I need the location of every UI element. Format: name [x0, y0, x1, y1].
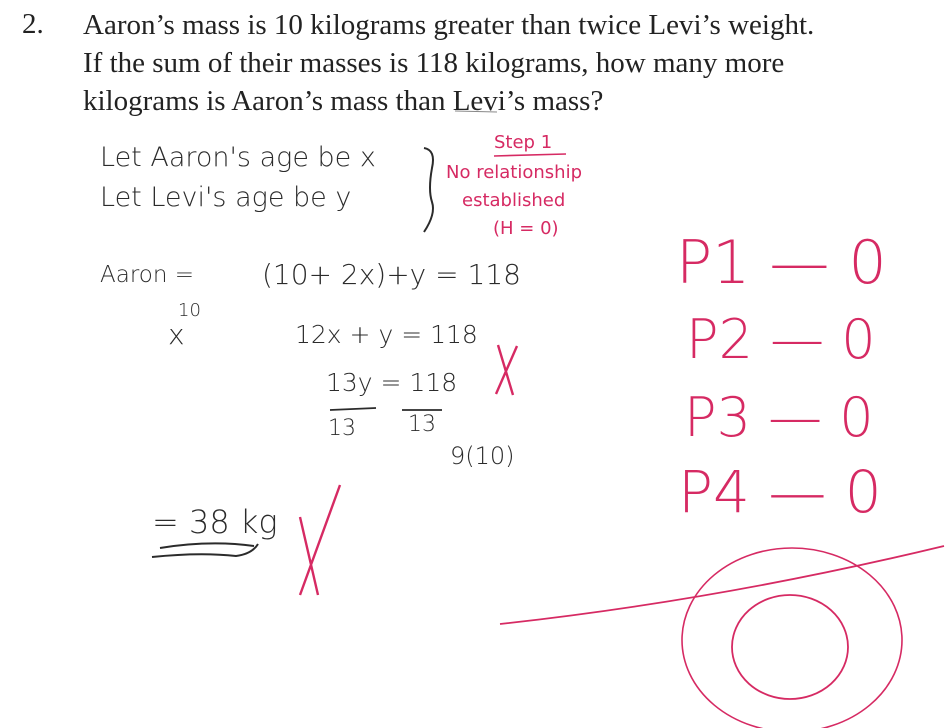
grader-circle-outer: [681, 547, 903, 728]
student-aaron-label: Aaron =: [100, 262, 195, 288]
grader-comment-established: established: [462, 190, 566, 211]
grader-comment-h-score: (H = 0): [493, 218, 559, 239]
grader-score-p2: P2 — 0: [686, 308, 876, 371]
student-answer: = 38 kg: [152, 503, 278, 541]
step-underline: [493, 153, 567, 157]
student-equation-1: (10+ 2x)+y = 118: [262, 258, 521, 291]
pencil-underline: [454, 110, 498, 113]
wrong-mark-x: [494, 344, 519, 396]
wrong-mark-x-large: [298, 484, 342, 596]
question-line: If the sum of their masses is 118 kilogr…: [83, 47, 785, 79]
student-equation-2: 12x + y = 118: [295, 320, 478, 349]
student-let-aaron: Let Aaron's age be x: [100, 142, 376, 173]
question-number: 2.: [22, 8, 44, 40]
student-equation-3-denominator-right: 13: [408, 412, 436, 437]
student-equation-4: 9(10): [450, 442, 515, 470]
brace-mark: [423, 147, 434, 233]
student-small-x: x: [168, 318, 185, 351]
grader-score-p4: P4 — 0: [678, 458, 882, 526]
student-small-10: 10: [178, 300, 201, 321]
grader-score-p1: P1 — 0: [676, 228, 887, 298]
answer-arrow: [151, 542, 259, 558]
question-line: Aaron’s mass is 10 kilograms greater tha…: [83, 9, 815, 41]
student-equation-3: 13y = 118: [326, 368, 458, 397]
student-let-levi: Let Levi's age be y: [100, 182, 352, 213]
grader-comment-relationship: No relationship: [446, 162, 583, 183]
student-equation-3-denominator-left: 13: [328, 416, 356, 441]
question-text: Aaron’s mass is 10 kilograms greater tha…: [83, 6, 938, 120]
fraction-bar: [329, 407, 442, 411]
question-line: kilograms is Aaron’s mass than Levi’s ma…: [83, 85, 604, 117]
grader-circle-inner: [731, 594, 849, 700]
grader-diagonal-line: [499, 545, 945, 625]
grader-score-p3: P3 — 0: [684, 386, 874, 449]
grader-step-label: Step 1: [494, 132, 553, 153]
